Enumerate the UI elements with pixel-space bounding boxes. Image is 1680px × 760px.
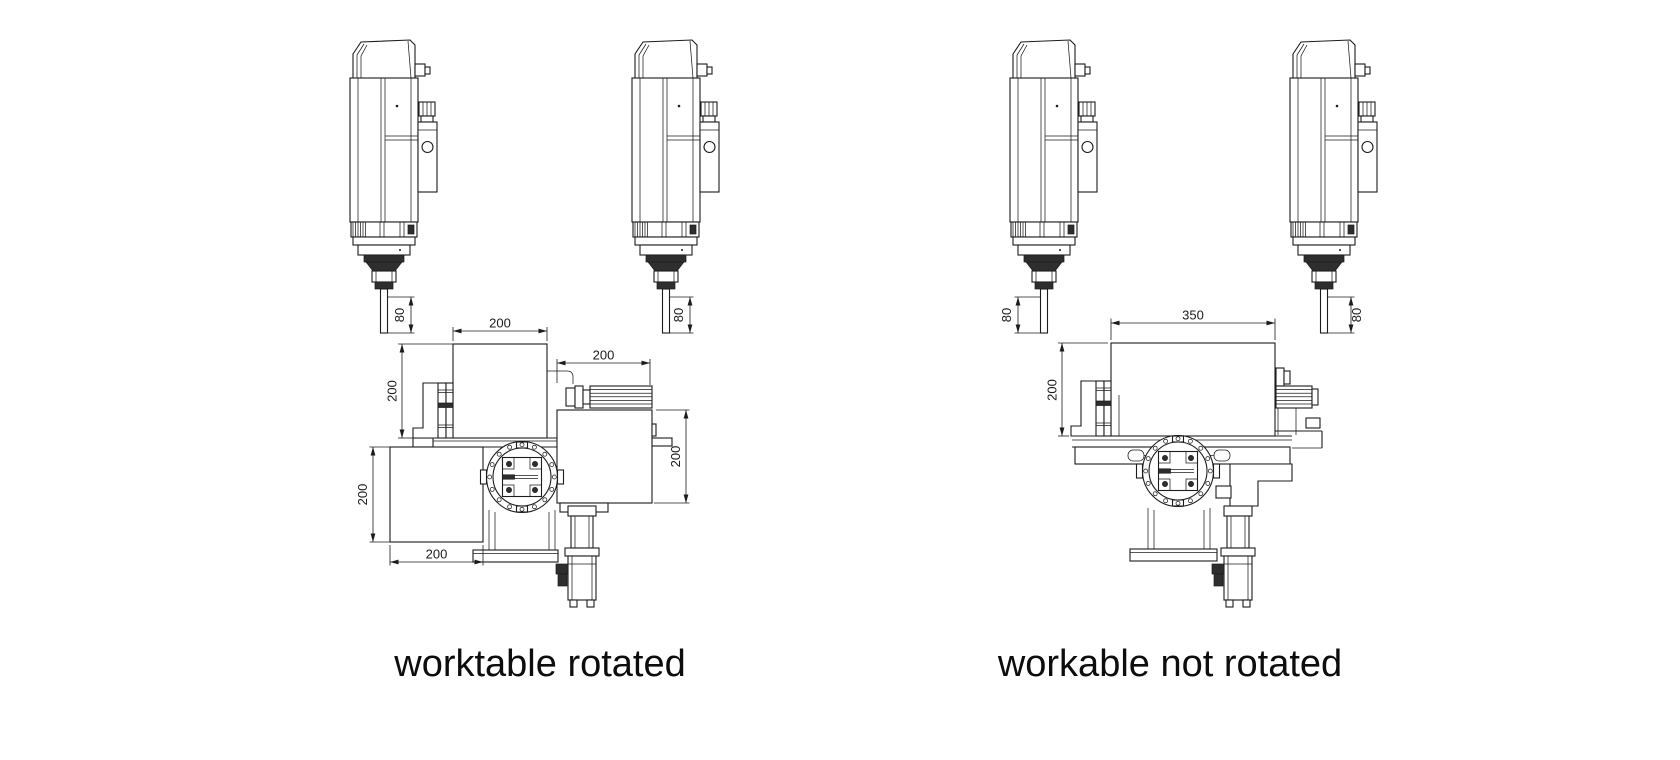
dimension-label: 80 (999, 308, 1014, 322)
dim-left-top-width: 200 (452, 316, 548, 341)
dimension-label: 200 (355, 484, 370, 506)
cable-left-view (547, 370, 574, 384)
left-view: 80 80 200 200 200 (349, 39, 720, 608)
dim-left-unit-height: 200 (654, 409, 690, 504)
caption-left: worktable rotated (393, 643, 686, 685)
workpiece-top-block (452, 343, 548, 439)
workpiece-lower-block (389, 446, 484, 543)
dim-left-block-width: 200 (389, 545, 484, 566)
rotary-drive-motor-left-view (565, 385, 653, 409)
dimension-label: 200 (668, 446, 683, 468)
dimension-label: 80 (1349, 308, 1364, 322)
side-unit-tab (651, 423, 657, 437)
dim-right-tool-a: 80 (999, 296, 1040, 334)
dim-left-tool-b: 80 (670, 296, 694, 334)
dim-left-block-height: 200 (355, 446, 390, 543)
dim-left-unit-width: 200 (556, 348, 651, 385)
dimension-label: 200 (426, 547, 448, 562)
dimension-label: 200 (1045, 379, 1060, 401)
side-unit-shaft (651, 437, 673, 447)
dimension-label: 80 (392, 308, 407, 322)
workpiece-block-right (1110, 342, 1276, 437)
dim-right-table-height: 200 (1045, 342, 1108, 437)
right-view: 80 80 350 200 (999, 39, 1378, 608)
dimension-label: 80 (671, 308, 686, 322)
dimension-label: 350 (1182, 308, 1204, 323)
dimension-label: 200 (489, 316, 511, 331)
side-unit-block (556, 409, 653, 504)
caption-right: workable not rotated (997, 643, 1342, 685)
dimension-label: 200 (385, 380, 400, 402)
rotary-drive-motor-right-view (1275, 367, 1321, 435)
dim-right-table-width: 350 (1110, 308, 1276, 340)
dim-right-tool-b: 80 (1328, 296, 1364, 334)
dim-left-top-height: 200 (385, 343, 453, 439)
dim-left-tool-a: 80 (388, 296, 415, 334)
dimension-label: 200 (593, 348, 615, 363)
